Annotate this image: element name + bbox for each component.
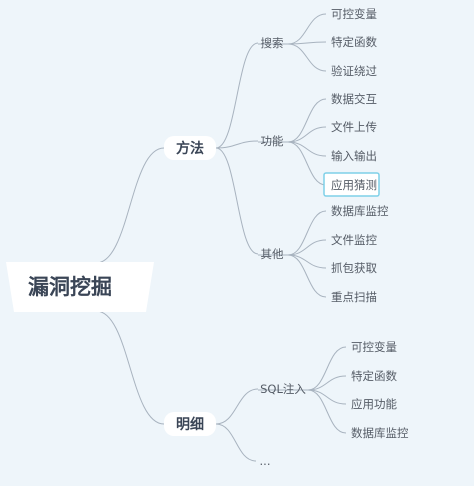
edge-function-leaf-0 bbox=[287, 98, 327, 143]
branch-label-method: 方法 bbox=[176, 140, 204, 157]
edge-other-leaf-0 bbox=[287, 210, 327, 256]
edge-sql-leaf-2 bbox=[307, 389, 347, 405]
edge-sql-leaf-0 bbox=[307, 346, 347, 391]
edge-method-other bbox=[215, 147, 259, 255]
leaf-other-key-scan[interactable]: 重点扫描 bbox=[331, 290, 377, 304]
root-label: 漏洞挖掘 bbox=[28, 275, 112, 299]
edge-method-function bbox=[215, 140, 259, 149]
leaf-function-app-guess-label: 应用猜测 bbox=[331, 178, 377, 192]
leaf-sql-specific-function[interactable]: 特定函数 bbox=[351, 369, 397, 383]
leaf-sql-db-monitor[interactable]: 数据库监控 bbox=[351, 426, 409, 440]
edge-function-leaf-3 bbox=[287, 141, 327, 186]
leaf-function-app-guess[interactable]: 应用猜测 bbox=[323, 172, 380, 197]
leaf-other-packet-capture[interactable]: 抓包获取 bbox=[331, 261, 377, 275]
branch-node-method[interactable]: 方法 bbox=[164, 136, 216, 160]
edge-root-method bbox=[95, 147, 165, 264]
sub-node-search[interactable]: 搜索 bbox=[261, 36, 284, 50]
sub-node-sql-injection[interactable]: SQL注入 bbox=[260, 382, 306, 396]
leaf-sql-app-function[interactable]: 应用功能 bbox=[351, 397, 397, 411]
edge-function-leaf-1 bbox=[287, 126, 327, 143]
edge-sql-leaf-3 bbox=[307, 389, 347, 434]
edge-sql-leaf-1 bbox=[307, 375, 347, 391]
sub-node-more[interactable]: ... bbox=[260, 454, 271, 468]
branch-node-detail[interactable]: 明细 bbox=[164, 412, 216, 436]
sub-node-other[interactable]: 其他 bbox=[261, 247, 284, 261]
edge-function-leaf-2 bbox=[287, 141, 327, 157]
edge-search-leaf-2 bbox=[287, 43, 327, 72]
edges-layer bbox=[95, 13, 347, 462]
leaf-search-specific-function[interactable]: 特定函数 bbox=[331, 35, 377, 49]
leaf-function-file-upload[interactable]: 文件上传 bbox=[331, 120, 377, 134]
leaf-function-data-interaction[interactable]: 数据交互 bbox=[331, 92, 377, 106]
sub-node-function[interactable]: 功能 bbox=[261, 134, 284, 148]
leaf-other-file-monitor[interactable]: 文件监控 bbox=[331, 233, 377, 247]
branch-label-detail: 明细 bbox=[176, 416, 204, 433]
leaf-search-controllable-variable[interactable]: 可控变量 bbox=[331, 7, 377, 21]
edge-other-leaf-3 bbox=[287, 254, 327, 298]
edge-other-leaf-1 bbox=[287, 239, 327, 256]
leaf-function-input-output[interactable]: 输入输出 bbox=[331, 149, 377, 163]
edge-detail-sql bbox=[215, 388, 259, 425]
root-node[interactable]: 漏洞挖掘 bbox=[6, 262, 154, 312]
leaf-other-db-monitor[interactable]: 数据库监控 bbox=[331, 204, 389, 218]
edge-method-search bbox=[215, 42, 259, 149]
leaf-search-bypass-validation[interactable]: 验证绕过 bbox=[331, 64, 377, 78]
edge-search-leaf-1 bbox=[287, 41, 327, 45]
edge-detail-more bbox=[215, 423, 257, 462]
edge-root-detail bbox=[95, 310, 165, 425]
leaf-sql-controllable-variable[interactable]: 可控变量 bbox=[351, 340, 397, 354]
edge-search-leaf-0 bbox=[287, 13, 327, 45]
